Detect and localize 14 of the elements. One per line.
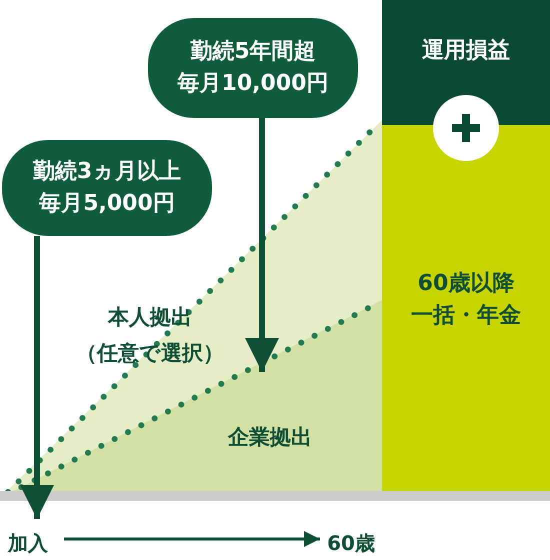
arrow [245,118,279,372]
category-title: 運用損益 [422,36,510,65]
amount-text: 毎月5,000円 [39,190,175,218]
payout-text: 60歳以降一括・年金 [410,270,522,330]
axis-label: 加入 [0,519,56,559]
arrow [20,236,54,519]
arrow [64,531,320,547]
area-label: 企業拠出 [226,424,313,451]
area-label: 本人拠出（任意で選択） [75,304,225,367]
axis-label: 60歳 [320,527,382,559]
category-box [382,0,550,125]
condition-text: 勤続5年間超 [190,38,316,66]
condition-text: 勤続3ヵ月以上 [32,158,182,186]
amount-text: 毎月10,000円 [178,70,328,98]
